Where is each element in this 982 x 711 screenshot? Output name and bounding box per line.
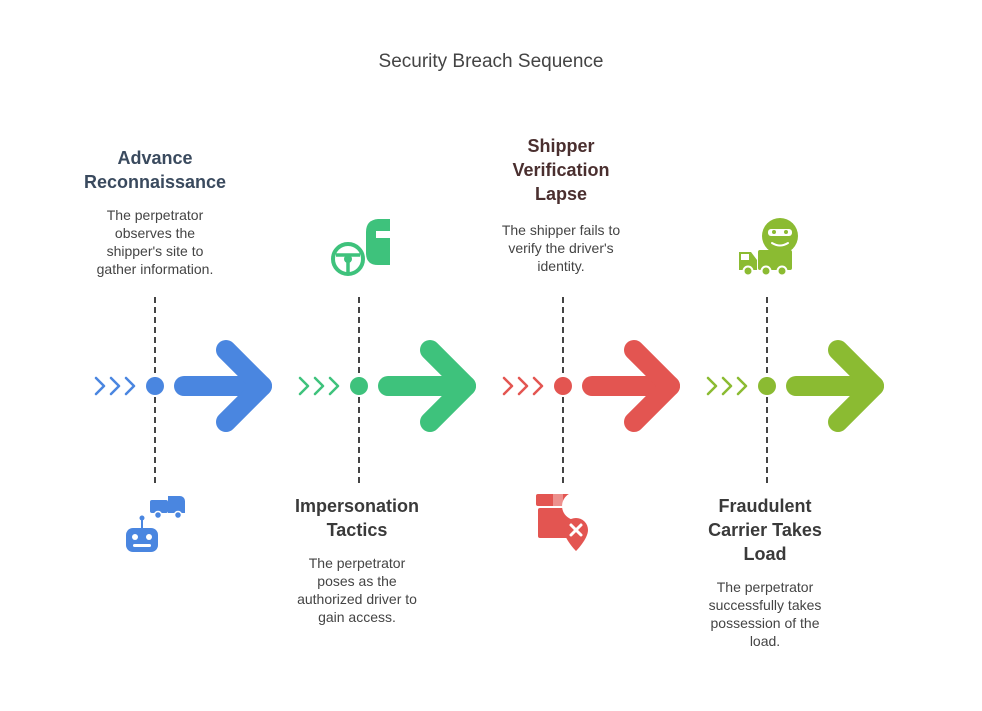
step-4-title-line-3: Load [743, 544, 787, 564]
step-1-desc-line-4: gather information. [96, 261, 214, 277]
step-2-desc-line-3: authorized driver to [297, 591, 417, 607]
step-2-desc-line-2: poses as the [317, 573, 397, 589]
step-2-desc-line-1: The perpetrator [308, 555, 406, 571]
step-1-description: The perpetrator observes the shipper's s… [60, 206, 250, 278]
step-4-arrow [786, 340, 884, 432]
step-4-desc-line-3: possession of the [710, 615, 820, 631]
step-1-desc-line-2: observes the [114, 225, 196, 241]
step-4-flow [706, 218, 884, 486]
step-1-chevrons [94, 376, 136, 396]
step-4-desc-line-1: The perpetrator [716, 579, 814, 595]
step-1-title-line-1: Advance [117, 148, 193, 168]
step-3-desc-line-3: identity. [537, 258, 585, 274]
step-2-description: The perpetrator poses as the authorized … [262, 554, 452, 626]
step-3-flow [502, 297, 680, 551]
step-3-title-line-3: Lapse [534, 184, 588, 204]
step-1-title: Advance Reconnaissance [60, 146, 250, 194]
step-2-arrow [378, 340, 476, 432]
step-2-desc-line-4: gain access. [318, 609, 396, 625]
step-1-title-line-2: Reconnaissance [83, 172, 227, 192]
step-1-node [146, 377, 164, 395]
step-3-title-line-1: Shipper [527, 136, 595, 156]
step-4-title-line-1: Fraudulent [718, 496, 812, 516]
step-3-desc-line-2: verify the driver's [508, 240, 614, 256]
step-3-title: Shipper Verification Lapse [466, 134, 656, 206]
step-3-desc-line-1: The shipper fails to [501, 222, 621, 238]
step-4-desc-line-2: successfully takes [708, 597, 822, 613]
step-4-chevrons [706, 376, 748, 396]
steering-wheel-driver-icon [331, 219, 390, 276]
step-2-title: Impersonation Tactics [262, 494, 452, 542]
step-2-node [350, 377, 368, 395]
step-4-description: The perpetrator successfully takes posse… [670, 578, 860, 650]
step-3-arrow [582, 340, 680, 432]
step-1-flow [94, 297, 272, 552]
step-3-node [554, 377, 572, 395]
step-3-title-line-2: Verification [512, 160, 610, 180]
step-4-title: Fraudulent Carrier Takes Load [670, 494, 860, 566]
step-2-flow [298, 219, 476, 486]
step-2-title-line-1: Impersonation [294, 496, 419, 516]
step-4-title-line-2: Carrier Takes [708, 520, 822, 540]
package-error-icon [536, 492, 591, 551]
robot-truck-icon [126, 496, 185, 552]
step-2-chevrons [298, 376, 340, 396]
step-4-desc-line-4: load. [749, 633, 781, 649]
step-1-arrow [174, 340, 272, 432]
step-2-title-line-2: Tactics [326, 520, 388, 540]
step-4-node [758, 377, 776, 395]
thief-truck-icon [739, 218, 798, 277]
diagram-title: Security Breach Sequence [378, 51, 604, 72]
step-3-chevrons [502, 376, 544, 396]
step-3-description: The shipper fails to verify the driver's… [466, 221, 656, 275]
step-1-desc-line-3: shipper's site to [106, 243, 204, 259]
step-1-desc-line-1: The perpetrator [106, 207, 204, 223]
